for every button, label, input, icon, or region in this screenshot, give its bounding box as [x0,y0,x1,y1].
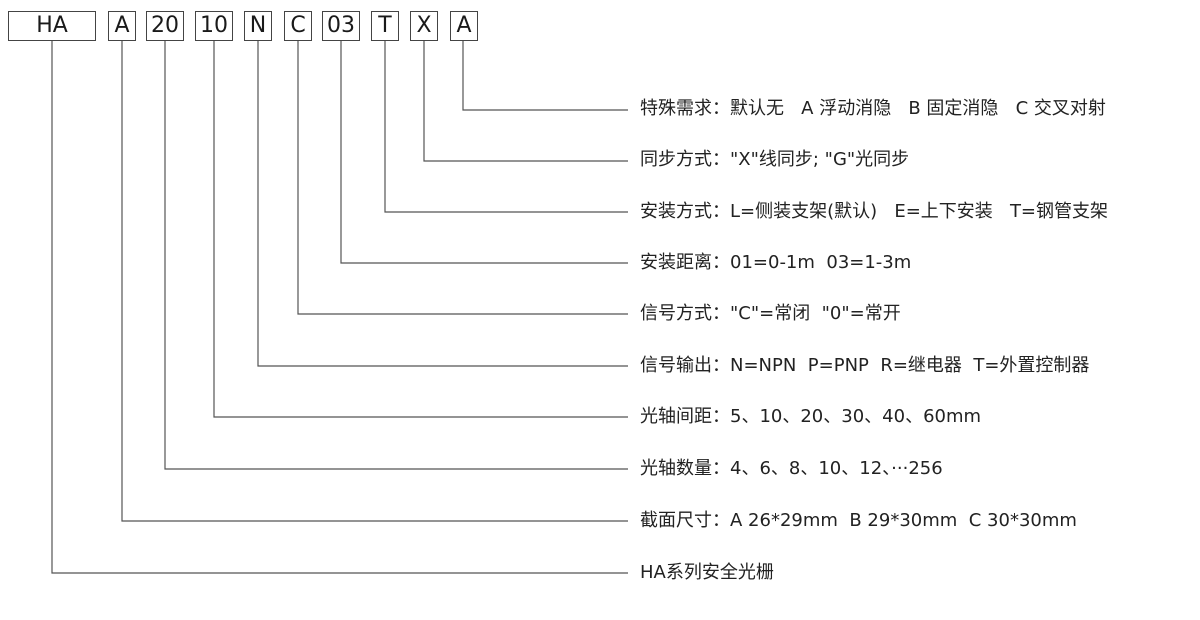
row-value: A 26*29mm B 29*30mm C 30*30mm [730,510,1077,531]
connector-signal-output [257,41,628,367]
row-series-name: HA系列安全光栅 [640,559,774,587]
row-axis-count: 光轴数量：4、6、8、10、12、···256 [640,455,943,483]
row-special-requirement: 特殊需求：默认无 A 浮动消隐 B 固定消隐 C 交叉对射 [640,95,1106,123]
row-axis-spacing: 光轴间距：5、10、20、30、40、60mm [640,403,981,431]
code-box-section: A [108,11,136,41]
connector-axis-spacing [213,41,628,418]
row-label: 特殊需求： [640,98,730,119]
connector-series [51,41,628,574]
row-label: 安装方式： [640,201,730,222]
connector-install-mode [384,41,628,213]
row-label: 信号输出： [640,355,730,376]
code-box-install-distance: 03 [322,11,360,41]
row-value: N=NPN P=PNP R=继电器 T=外置控制器 [730,355,1090,376]
row-label: 安装距离： [640,252,730,273]
connector-section-size [121,41,628,522]
code-box-signal-mode: C [284,11,312,41]
row-sync-mode: 同步方式："X"线同步; "G"光同步 [640,146,909,174]
connector-install-distance [340,41,628,264]
row-label: 截面尺寸： [640,510,730,531]
row-signal-mode: 信号方式："C"=常闭 "0"=常开 [640,300,901,328]
row-label: 光轴数量： [640,458,730,479]
row-value: "C"=常闭 "0"=常开 [730,303,901,324]
row-label: HA系列安全光栅 [640,562,774,583]
row-value: 5、10、20、30、40、60mm [730,406,982,427]
connector-axis-count [164,41,628,470]
row-label: 光轴间距： [640,406,730,427]
row-value: "X"线同步; "G"光同步 [730,149,910,170]
code-box-special: A [450,11,478,41]
row-value: 默认无 A 浮动消隐 B 固定消隐 C 交叉对射 [730,98,1106,119]
connector-signal-mode [297,41,628,315]
row-install-mode: 安装方式：L=侧装支架(默认) E=上下安装 T=钢管支架 [640,198,1108,226]
code-box-series: HA [8,11,96,41]
connector-sync-mode [423,41,628,162]
code-box-signal-output: N [244,11,272,41]
row-value: 01=0-1m 03=1-3m [730,252,912,273]
code-box-axis-count: 20 [146,11,184,41]
code-box-sync-mode: X [410,11,438,41]
row-install-distance: 安装距离：01=0-1m 03=1-3m [640,249,911,277]
row-value: 4、6、8、10、12、···256 [730,458,943,479]
row-signal-output: 信号输出：N=NPN P=PNP R=继电器 T=外置控制器 [640,352,1089,380]
row-section-size: 截面尺寸：A 26*29mm B 29*30mm C 30*30mm [640,507,1077,535]
connector-special [462,41,628,111]
row-label: 同步方式： [640,149,730,170]
row-value: L=侧装支架(默认) E=上下安装 T=钢管支架 [730,201,1109,222]
row-label: 信号方式： [640,303,730,324]
code-box-axis-spacing: 10 [195,11,233,41]
code-box-install-mode: T [371,11,399,41]
